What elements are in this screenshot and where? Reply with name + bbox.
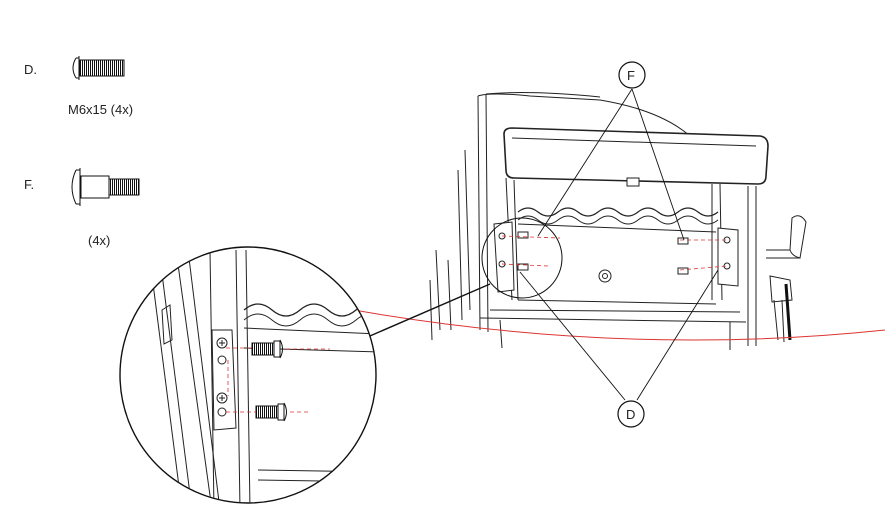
flange-bolt-icon bbox=[72, 56, 125, 80]
detail-reference-circle bbox=[481, 217, 563, 299]
shoulder-bolt-icon bbox=[71, 168, 140, 206]
grill-body bbox=[429, 92, 807, 350]
section-arc bbox=[299, 299, 886, 341]
part-f-spec: (4x) bbox=[88, 233, 111, 248]
callout-d bbox=[617, 400, 645, 428]
zoom-arrow bbox=[354, 283, 491, 343]
callout-f bbox=[618, 61, 646, 89]
callout-leaders bbox=[519, 88, 719, 401]
callout-f-label: F bbox=[627, 68, 635, 83]
part-d-spec: M6x15 (4x) bbox=[68, 102, 134, 117]
part-d-letter: D. bbox=[24, 62, 37, 77]
alignment-lines bbox=[501, 235, 728, 271]
part-f-letter: F. bbox=[24, 177, 35, 192]
zoom-detail bbox=[119, 246, 377, 504]
callout-d-label: D bbox=[626, 407, 636, 422]
